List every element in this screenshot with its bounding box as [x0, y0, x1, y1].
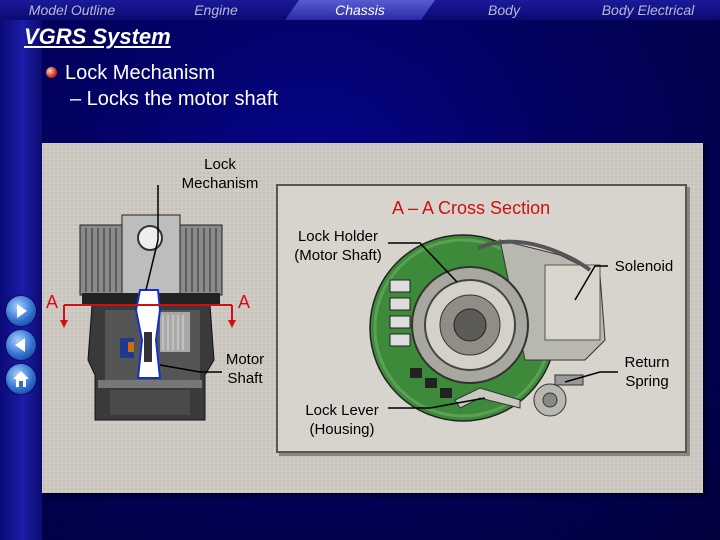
bullet-icon — [46, 67, 57, 78]
unit-cutaway-illustration — [79, 214, 223, 421]
next-slide-button[interactable] — [6, 296, 36, 326]
arrow-left-icon — [15, 338, 25, 352]
cross-section-title: A – A Cross Section — [392, 198, 551, 218]
top-nav: Model Outline Engine Chassis Body Body E… — [0, 0, 720, 20]
arrow-right-icon — [17, 304, 27, 318]
label-lock-holder: Lock Holder(Motor Shaft) — [294, 228, 382, 264]
nav-body-electrical[interactable]: Body Electrical — [601, 2, 695, 18]
sub-bullet-text: – Locks the motor shaft — [70, 88, 278, 110]
nav-engine[interactable]: Engine — [194, 2, 238, 18]
home-button[interactable] — [6, 364, 36, 394]
nav-chassis[interactable]: Chassis — [288, 0, 432, 20]
bullet-item: Lock Mechanism — [46, 62, 215, 85]
label-solenoid: Solenoid — [614, 258, 674, 275]
label-lock-lever: Lock Lever(Housing) — [305, 402, 379, 438]
previous-slide-button[interactable] — [6, 330, 36, 360]
label-section-a-left: A — [46, 292, 59, 312]
bullet-text: Lock Mechanism — [65, 62, 216, 84]
home-icon — [13, 371, 29, 387]
nav-body[interactable]: Body — [488, 2, 520, 18]
label-section-a-right: A — [238, 292, 251, 312]
left-sidebar — [0, 20, 42, 540]
slide-title: VGRS System — [24, 24, 171, 49]
nav-model-outline[interactable]: Model Outline — [28, 2, 116, 18]
